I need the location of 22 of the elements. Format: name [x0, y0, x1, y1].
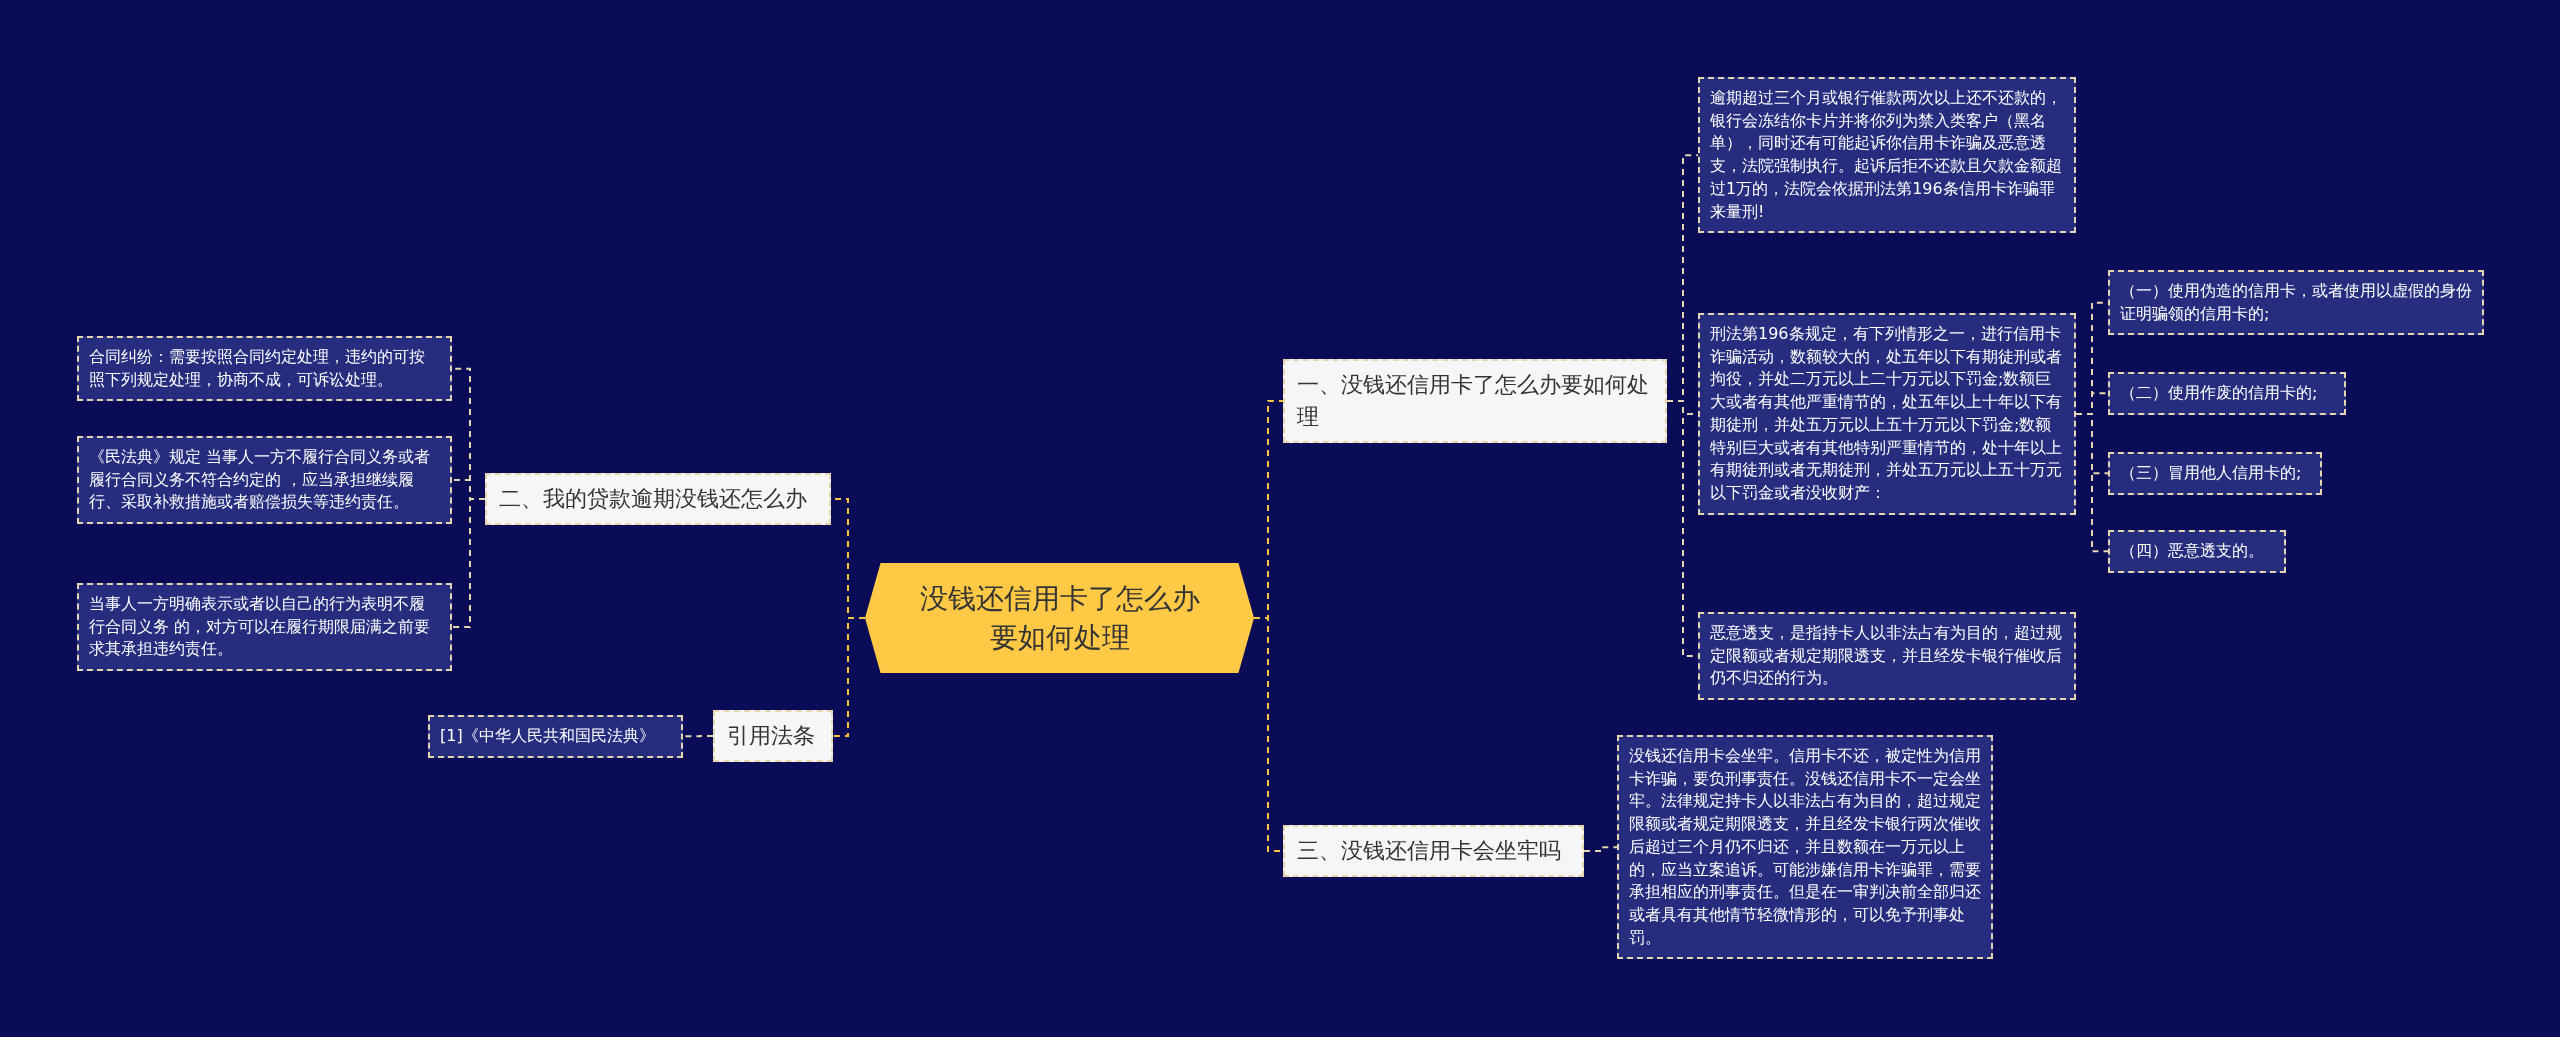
note-box: （三）冒用他人信用卡的;	[2108, 452, 2322, 495]
note-box: （四）恶意透支的。	[2108, 530, 2286, 573]
topic-box: 引用法条	[713, 710, 833, 762]
note-box: 《民法典》规定 当事人一方不履行合同义务或者履行合同义务不符合约定的 ，应当承担继续履行、采取补救措施或者赔偿损失等违约责任。	[77, 436, 452, 525]
connector	[2075, 412, 2109, 553]
note-box: 恶意透支，是指持卡人以非法占有为目的，超过规定限额或者规定期限透支，并且经发卡银行催收后仍不归还的行为。	[1698, 612, 2076, 701]
connector	[832, 617, 866, 737]
note-box: 没钱还信用卡会坐牢。信用卡不还，被定性为信用卡诈骗，要负刑事责任。没钱还信用卡不一定会坐牢。法律规定持卡人以非法占有为目的，超过规定限额或者规定期限透支，并且经发卡银行两次催收后超过三个月仍不归还，并且数额在一万元以上的，应当立案追诉。可能涉嫌信用卡诈骗罪，需要承担相应的刑事责任。但是在一审判决前全部归还或者具有其他情节轻微情形的，可以免予刑事处罚。	[1617, 735, 1993, 960]
topic-box: 一、没钱还信用卡了怎么办要如何处理	[1283, 359, 1667, 443]
note-box: （二）使用作废的信用卡的;	[2108, 372, 2346, 415]
central-topic: 没钱还信用卡了怎么办要如何处理	[865, 563, 1254, 673]
note-box: （一）使用伪造的信用卡，或者使用以虚假的身份证明骗领的信用卡的;	[2108, 270, 2484, 336]
note-box: 合同纠纷：需要按照合同约定处理，违约的可按照下列规定处理，协商不成，可诉讼处理。	[77, 336, 452, 402]
topic-box: 三、没钱还信用卡会坐牢吗	[1283, 825, 1584, 877]
connector	[1583, 846, 1618, 852]
topic-box: 二、我的贷款逾期没钱还怎么办	[485, 473, 831, 525]
note-box: [1]《中华人民共和国民法典》	[428, 715, 683, 758]
connector	[451, 497, 486, 629]
note-box: 逾期超过三个月或银行催款两次以上还不还款的，银行会冻结你卡片并将你列为禁入类客户（黑名单），同时还有可能起诉你信用卡诈骗及恶意透支，法院强制执行。起诉后拒不还款且欠款金额超过1万的，法院会依据刑法第196条信用卡诈骗罪来量刑!	[1698, 77, 2076, 234]
connector	[682, 734, 714, 738]
note-box: 当事人一方明确表示或者以自己的行为表明不履行合同义务 的，对方可以在履行期限届满之前要求其承担违约责任。	[77, 583, 452, 672]
note-box: 刑法第196条规定，有下列情形之一，进行信用卡诈骗活动，数额较大的，处五年以下有期徒刑或者拘役，并处二万元以上二十万元以下罚金;数额巨大或者有其他严重情节的，处五年以上十年以下有期徒刑，并处五万元以上五十万元以下罚金;数额特别巨大或者有其他特别严重情节的，处十年以上有期徒刑或者无期徒刑，并处五万元以上五十万元以下罚金或者没收财产：	[1698, 313, 2076, 515]
